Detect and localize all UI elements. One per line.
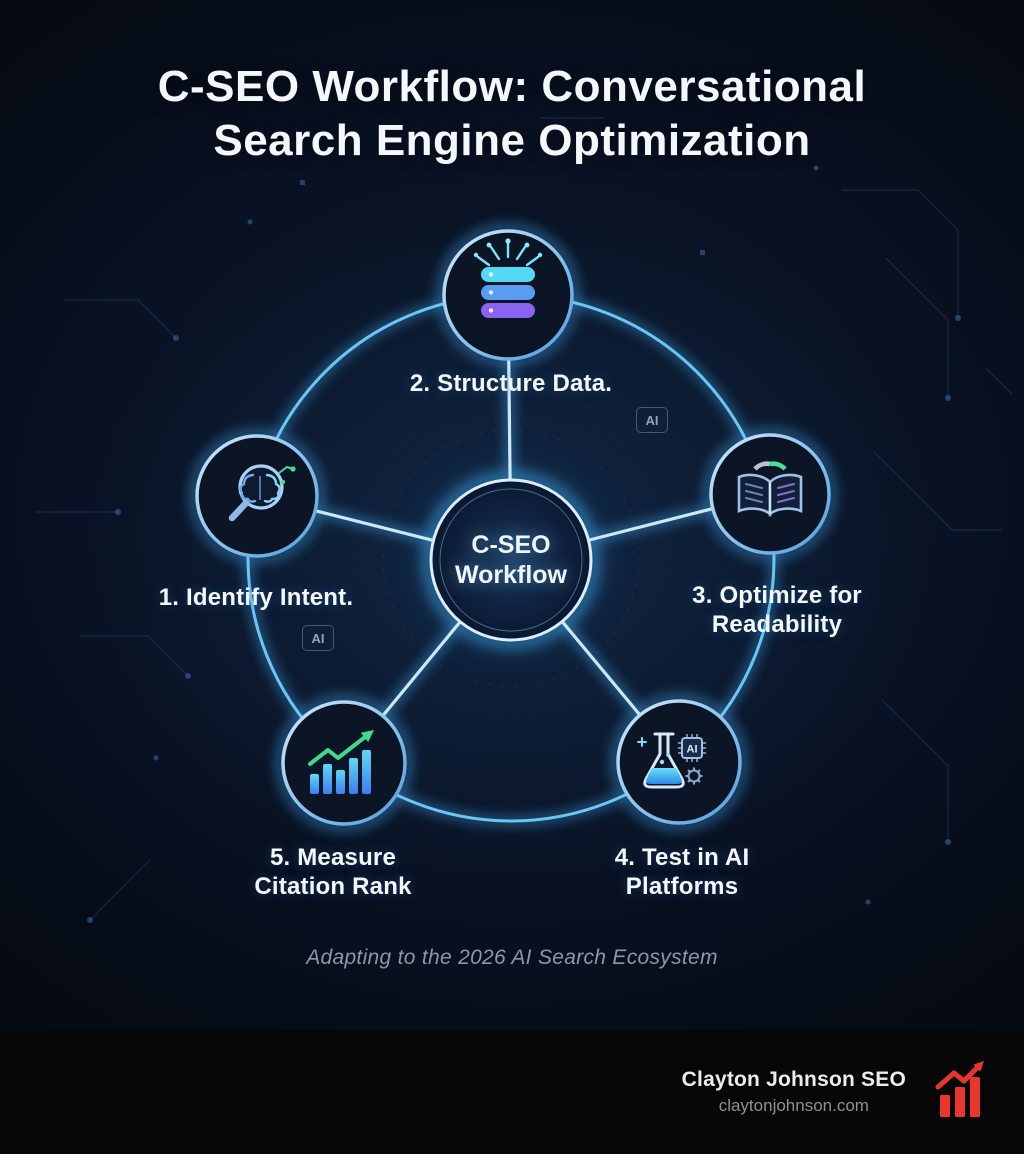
node-label-identify-intent: 1. Identify Intent. (106, 583, 406, 612)
ai-chip-badge: AI (302, 625, 334, 651)
node-label-line: 4. Test in AI (614, 844, 750, 871)
subtitle: Adapting to the 2026 AI Search Ecosystem (306, 946, 718, 969)
database-icon (473, 238, 543, 318)
ai-chip-icon: AI (678, 734, 706, 762)
node-label-optimize-readability: 3. Optimize for Readability (627, 581, 927, 640)
node-label-line: Readability (711, 611, 843, 639)
bar-chart-icon (308, 730, 374, 794)
brand-block: Clayton Johnson SEO claytonjohnson.com (682, 1068, 906, 1116)
deco-dashed-rings (354, 401, 668, 715)
node-circle-test-ai-platforms (616, 699, 742, 825)
magnifier-brain-icon (228, 464, 296, 522)
node-label-line: Citation Rank (254, 873, 412, 901)
page-title-line2: Search Engine Optimization (213, 115, 811, 165)
gear-icon (685, 767, 703, 785)
open-book-icon (737, 461, 803, 517)
page-title-line1: C-SEO Workflow: Conversational (157, 62, 867, 111)
node-label-line: Platforms (625, 873, 739, 901)
circuit-pattern (36, 117, 1013, 921)
ai-chip-badge: AI (636, 407, 668, 433)
ai-chip-label: AI (687, 744, 698, 756)
page-title: C-SEO Workflow: Conversational Search En… (0, 60, 1024, 167)
brand-website: claytonjohnson.com (718, 1096, 869, 1115)
node-label-structure-data: 2. Structure Data. (361, 369, 661, 398)
footer: Clayton Johnson SEO claytonjohnson.com (0, 1030, 1024, 1154)
node-label-line: 5. Measure (269, 844, 397, 871)
node-label-test-ai-platforms: 4. Test in AI Platforms (532, 843, 832, 902)
flask-ai-icon: AI (637, 732, 706, 789)
hub-label-line1: C-SEO (471, 531, 551, 559)
footer-chart-icon (935, 1061, 984, 1117)
hub-circle (429, 478, 593, 642)
brand-name: Clayton Johnson SEO (681, 1068, 906, 1091)
hub-label: C-SEO Workflow (411, 530, 611, 590)
node-label-measure-citation-rank: 5. Measure Citation Rank (183, 843, 483, 902)
circuit-dots (87, 165, 961, 923)
node-label-line: 3. Optimize for (692, 582, 862, 609)
node-circle-measure-citation-rank (281, 700, 407, 826)
node-label-line: 1. Identify Intent. (158, 584, 354, 611)
node-label-line: 2. Structure Data. (409, 370, 613, 397)
hub-label-line2: Workflow (454, 561, 568, 589)
